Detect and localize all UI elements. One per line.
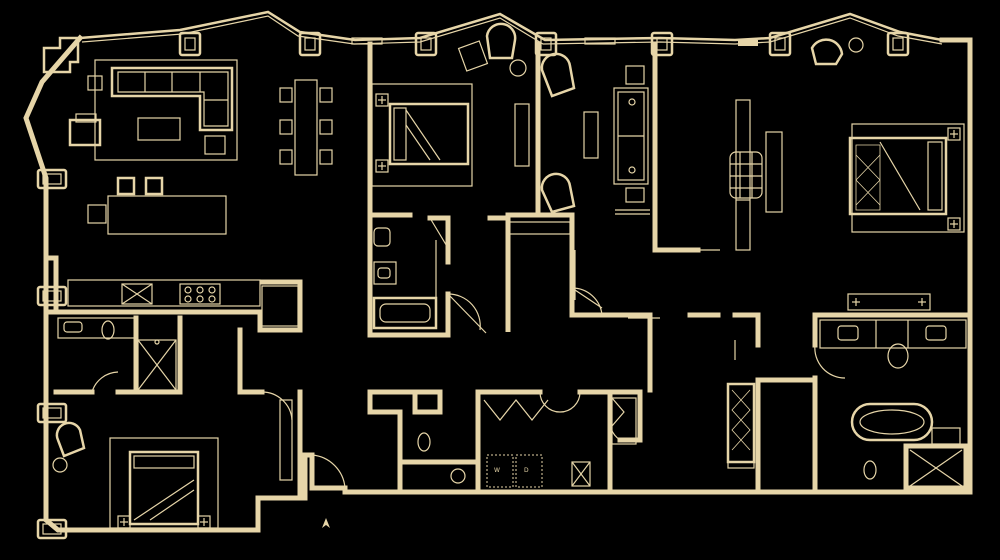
door-swings xyxy=(91,209,846,441)
west-bathroom xyxy=(57,317,177,391)
dining-tables xyxy=(87,79,333,235)
bedroom-two xyxy=(371,22,530,187)
hall-center xyxy=(507,221,571,235)
north-arrow-icon xyxy=(322,518,330,528)
washer-label: W xyxy=(494,467,500,474)
kitchen xyxy=(67,279,299,327)
laundry: W D xyxy=(417,397,637,488)
living-area xyxy=(68,59,238,161)
interior-walls xyxy=(43,41,973,501)
west-bedroom xyxy=(52,399,293,529)
window-frames xyxy=(36,31,910,540)
dryer-label: D xyxy=(524,467,529,474)
study xyxy=(540,52,649,214)
walk-in-closet xyxy=(726,382,756,469)
exterior-walls xyxy=(23,10,973,533)
bathroom-two xyxy=(372,227,438,330)
central-living xyxy=(729,99,783,251)
master-bath xyxy=(819,319,969,491)
column-top-left xyxy=(42,36,80,74)
master-bedroom xyxy=(810,37,965,311)
